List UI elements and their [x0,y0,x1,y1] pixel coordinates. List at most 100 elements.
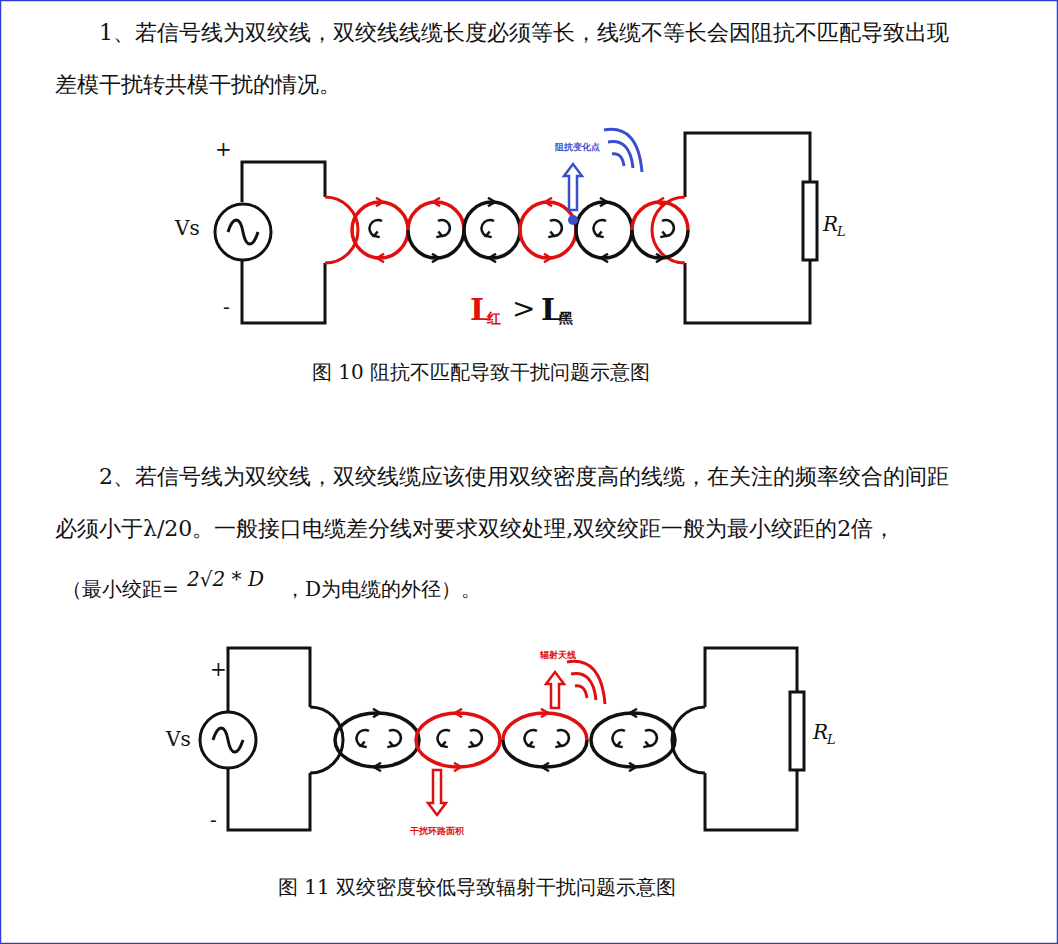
arrow-head [374,231,380,237]
callout-label: 阻抗变化点 [555,142,600,153]
arrow-head [617,741,623,747]
radiation-wave [571,674,596,700]
resistor-subscript: L [837,224,846,240]
callout-label: 干扰环路面积 [410,826,464,837]
arrow-head [436,231,442,237]
arrow-head [601,254,608,262]
arrow-head [657,198,664,206]
radiation-wave [612,154,624,166]
body-paragraph: 1、若信号线为双绞线，双绞线线缆长度必须等长，线缆不等长会因阻抗不匹配导致出现差… [55,7,960,111]
resistor-symbol [790,692,804,770]
sine-symbol [228,220,258,244]
polarity-sign: + [210,657,227,681]
wire-bend [652,197,685,263]
source-name: Vs [166,727,191,751]
pair-wire [520,202,576,230]
pair-wire [576,202,632,230]
arrow-head [377,254,384,262]
wire-bend [672,707,705,773]
load-wire [685,133,810,323]
polarity-sign: - [210,808,217,832]
sine-symbol [213,728,243,752]
formula-text: ，D为电缆的外径）。 [285,577,481,601]
voltage-source [215,204,271,260]
pair-wire [352,230,408,258]
resistor-name: R [823,212,838,236]
arrow-head [541,709,548,717]
pair-wire [416,713,500,740]
length-symbol: L [541,292,562,328]
callout-label: 辐射天线 [540,650,576,661]
pair-wire [464,230,520,258]
arrow-head [373,709,380,717]
pair-wire [576,230,632,258]
radiation-wave [567,661,605,704]
pair-wire [591,713,675,740]
wire-bend [310,707,343,773]
arrow-head [643,741,649,747]
arrow-head [488,198,495,206]
arrow-head [656,254,663,262]
arrow-head [630,709,637,717]
radiation-wave [604,129,642,172]
radiation-wave [608,142,633,168]
resistor-symbol [803,182,817,260]
arrow-head [486,231,492,237]
compare-sign: > [512,292,535,326]
length-subscript: 黑 [559,310,573,327]
radiation-wave [575,686,587,698]
callout-arrow [564,164,582,210]
body-paragraph: 2、若信号线为双绞线，双绞线缆应该使用双绞密度高的线缆，在关注的频率绞合的间距必… [55,451,960,555]
arrow-head [387,741,393,747]
arrow-head [442,741,448,747]
polarity-sign: + [215,137,232,161]
arrow-head [489,254,496,262]
source-name: Vs [175,216,200,240]
arrow-head [600,198,607,206]
arrow-head [376,198,383,206]
arrow-head [432,254,439,262]
polarity-sign: - [223,295,230,319]
arrow-head [454,763,461,771]
figure-11 [200,648,804,830]
pair-wire [520,230,576,258]
pair-wire [632,230,688,258]
formula-text: （最小绞距= [62,577,179,601]
arrow-head [660,231,666,237]
pair-wire [352,202,408,230]
pair-wire [591,740,675,767]
arrow-head [629,763,636,771]
arrow-head [468,741,474,747]
pair-wire [464,202,520,230]
arrow-head [598,231,604,237]
pair-wire [632,202,688,230]
arrow-head [545,198,552,206]
arrow-head [548,231,554,237]
pair-wire [503,740,587,767]
pair-wire [416,740,500,767]
callout-arrow [428,770,446,815]
resistor-name: R [813,720,828,744]
arrow-head [544,254,551,262]
resistor-subscript: L [827,732,836,748]
arrow-head [361,741,367,747]
load-wire [705,648,797,830]
length-subscript: 红 [487,310,501,327]
arrow-head [433,198,440,206]
pair-wire [335,740,419,767]
arrow-head [374,763,381,771]
arrow-head [555,741,561,747]
formula: 2√2 * D [187,567,264,591]
figure-caption: 图 11 双绞密度较低导致辐射干扰问题示意图 [278,875,676,899]
arrow-head [455,709,462,717]
callout-arrow [546,672,564,708]
pair-wire [408,202,464,230]
arrow-head [542,763,549,771]
pair-wire [335,713,419,740]
pair-wire [503,713,587,740]
impedance-point [568,215,578,225]
voltage-source [200,712,256,768]
pair-wire [408,230,464,258]
figure-caption: 图 10 阻抗不匹配导致干扰问题示意图 [312,360,650,384]
